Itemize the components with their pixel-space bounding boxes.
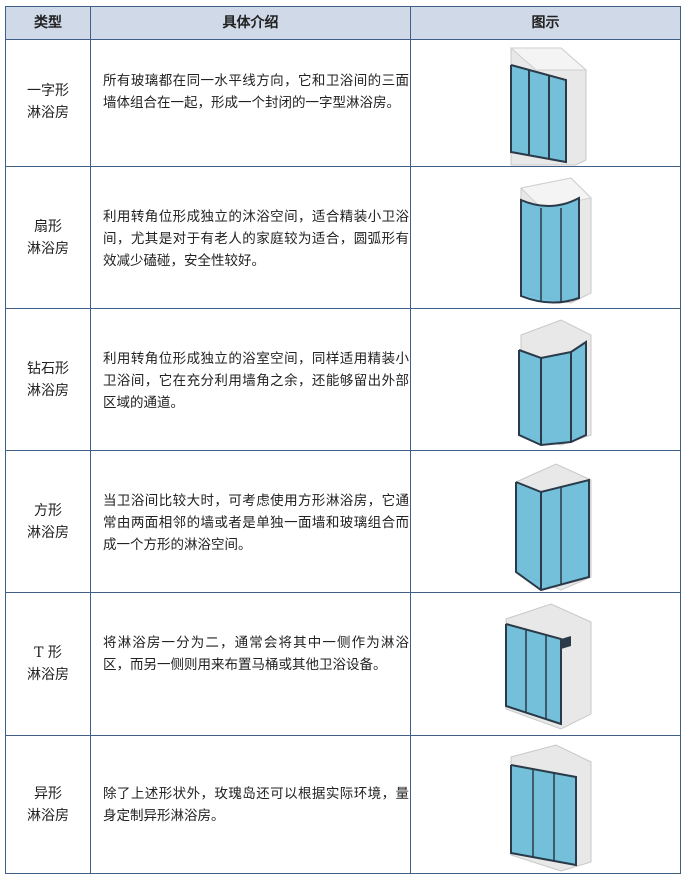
description-cell: 利用转角位形成独立的浴室空间，同样适用精装小卫浴间，它在充分利用墙角之余，还能够…	[103, 351, 409, 411]
diamond-shower-enclosure-icon	[411, 310, 680, 451]
description-cell: 所有玻璃都在同一水平线方向，它和卫浴间的三面墙体组合在一起，形成一个封闭的一字型…	[103, 73, 409, 111]
type-suffix: 淋浴房	[27, 525, 69, 541]
table-row: 异形 淋浴房 除了上述形状外，玫瑰岛还可以根据实际环境，量身定制异形淋浴房。	[6, 737, 680, 873]
description-cell: 利用转角位形成独立的沐浴空间，适合精装小卫浴间，尤其是对于有老人的家庭较为适合，…	[103, 209, 409, 269]
type-name: 钻石形	[27, 361, 69, 377]
table-header: 类型 具体介绍 图示	[6, 7, 680, 40]
type-suffix: 淋浴房	[27, 808, 69, 824]
type-suffix: 淋浴房	[27, 667, 69, 683]
table-row: 扇形 淋浴房 利用转角位形成独立的沐浴空间，适合精装小卫浴间，尤其是对于有老人的…	[6, 168, 680, 309]
description-cell: 当卫浴间比较大时，可考虑使用方形淋浴房，它通常由两面相邻的墙或者是单独一面墙和玻…	[103, 493, 409, 553]
type-name: 方形	[34, 503, 62, 519]
description-cell: 将淋浴房一分为二，通常会将其中一侧作为淋浴区，而另一侧则用来布置马桶或其他卫浴设…	[103, 635, 409, 673]
description-cell: 除了上述形状外，玫瑰岛还可以根据实际环境，量身定制异形淋浴房。	[103, 786, 409, 824]
header-description: 具体介绍	[222, 15, 279, 31]
type-cell: 方形 淋浴房	[6, 500, 90, 544]
type-suffix: 淋浴房	[27, 105, 69, 121]
type-name: 异形	[34, 786, 62, 802]
custom-shaped-shower-enclosure-icon	[411, 737, 680, 873]
type-cell: 钻石形 淋浴房	[6, 358, 90, 402]
type-cell: 扇形 淋浴房	[6, 216, 90, 260]
t-shaped-shower-enclosure-icon	[411, 594, 680, 736]
type-cell: 一字形 淋浴房	[6, 80, 90, 124]
type-suffix: 淋浴房	[27, 241, 69, 257]
header-type: 类型	[34, 15, 62, 31]
table-row: 一字形 淋浴房 所有玻璃都在同一水平线方向，它和卫浴间的三面墙体组合在一起，形成…	[6, 40, 680, 167]
table-row: T 形 淋浴房 将淋浴房一分为二，通常会将其中一侧作为淋浴区，而另一侧则用来布置…	[6, 594, 680, 736]
type-cell: 异形 淋浴房	[6, 783, 90, 827]
shower-types-table: 类型 具体介绍 图示 一字形 淋浴房 所有玻璃都在同一水平线方向，它和卫浴间的三…	[5, 6, 681, 874]
straight-shower-enclosure-icon	[411, 40, 680, 167]
type-name: T 形	[34, 645, 62, 661]
square-shower-enclosure-icon	[411, 452, 680, 593]
table-row: 钻石形 淋浴房 利用转角位形成独立的浴室空间，同样适用精装小卫浴间，它在充分利用…	[6, 310, 680, 451]
type-cell: T 形 淋浴房	[6, 642, 90, 686]
header-illustration: 图示	[531, 15, 560, 31]
type-name: 扇形	[34, 219, 62, 235]
type-name: 一字形	[27, 83, 69, 99]
quadrant-shower-enclosure-icon	[411, 168, 680, 309]
type-suffix: 淋浴房	[27, 383, 69, 399]
table-row: 方形 淋浴房 当卫浴间比较大时，可考虑使用方形淋浴房，它通常由两面相邻的墙或者是…	[6, 452, 680, 593]
